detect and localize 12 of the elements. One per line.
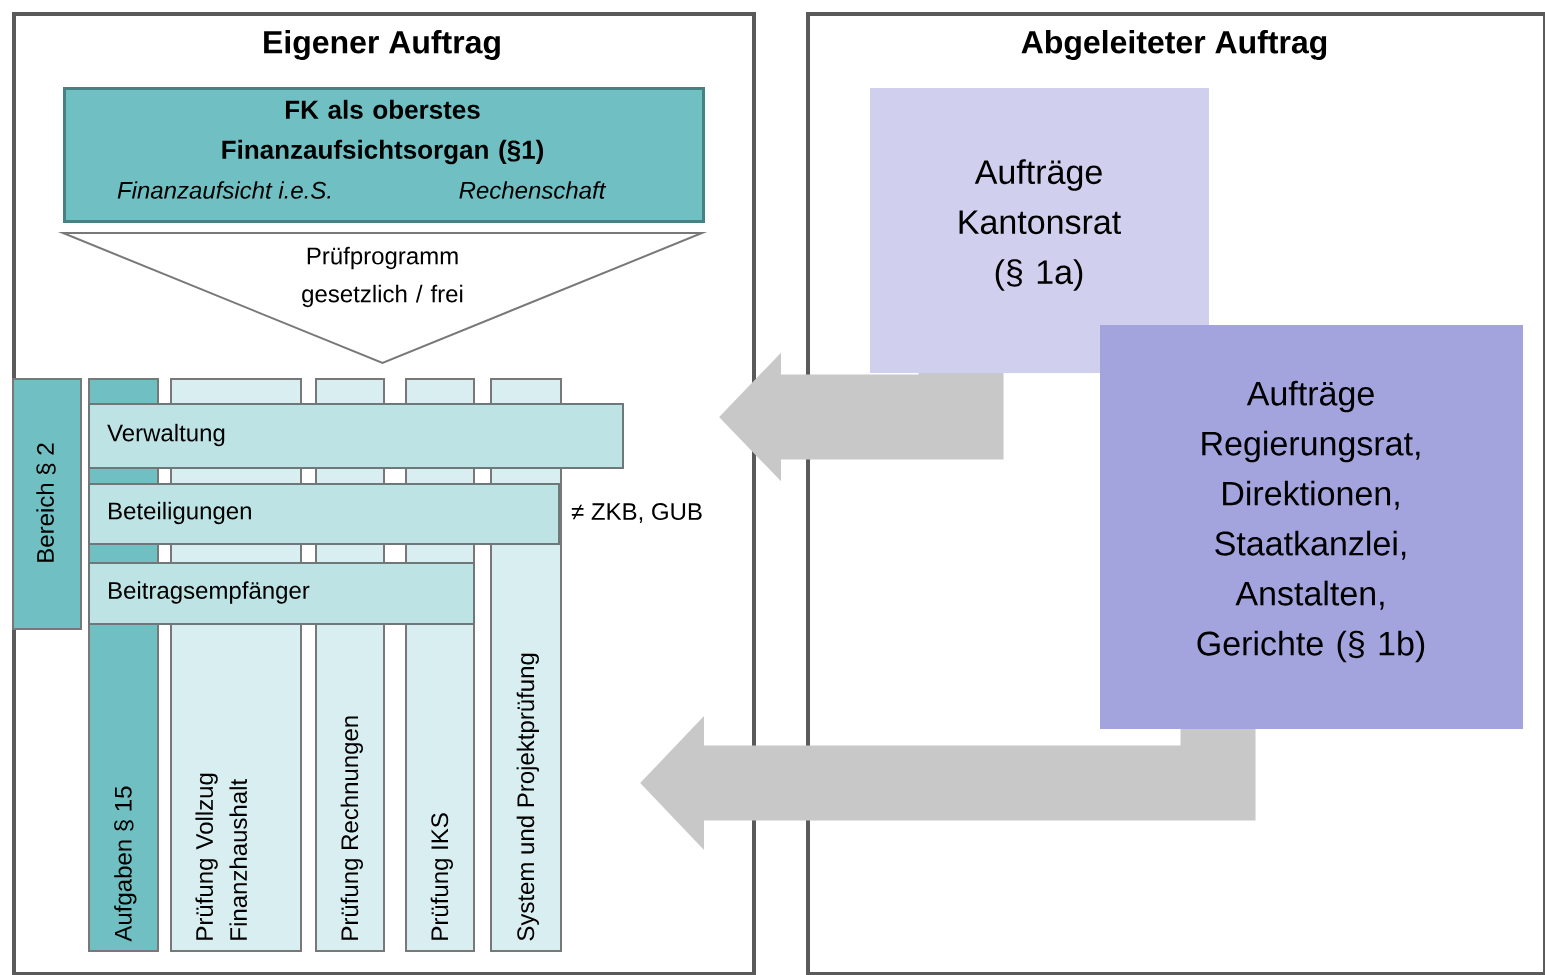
mandate-box: Aufträge Kantonsrat (§ 1a) <box>870 88 1209 373</box>
heading-text: FK als oberstes Finanzaufsichtsorgan (§1) <box>222 99 543 165</box>
category-bar: Beteiligungen <box>88 483 560 545</box>
side-note: ≠ ZKB, GUB <box>571 503 702 523</box>
panel-heading: Eigener Auftrag <box>264 30 500 60</box>
panel-heading: Abgeleiteter Auftrag <box>1021 30 1327 60</box>
category-bar: Beitragsempfänger <box>88 562 475 625</box>
subtitle-text: Finanzaufsicht i.e.S. <box>117 181 331 199</box>
mandate-box: Aufträge Regierungsrat, Direktionen, Staatkanzlei, Anstalten, Gerichte (§ 1b) <box>1100 325 1523 729</box>
scope-bar: Bereich § 2 <box>12 378 82 630</box>
subtitle-text: Rechenschaft <box>459 181 607 199</box>
category-bar: Verwaltung <box>88 403 624 469</box>
